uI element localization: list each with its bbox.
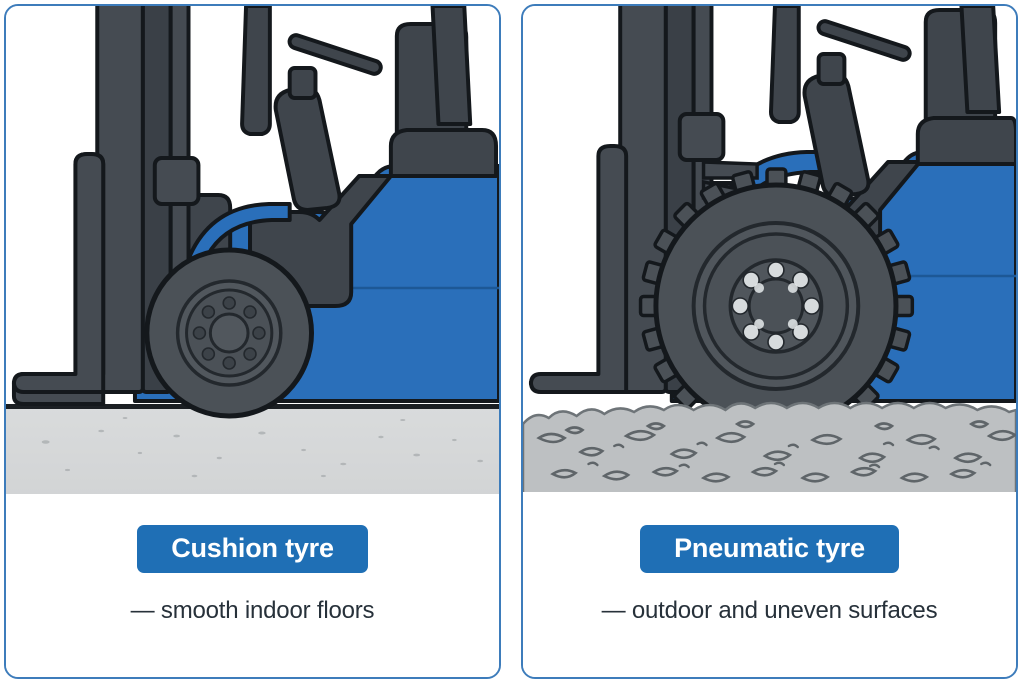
illustration-pneumatic-forklift [523, 6, 1016, 503]
lug-nuts [731, 261, 821, 351]
lug-nuts-inner [754, 283, 798, 329]
overhead-guard-posts [240, 6, 473, 136]
fork-tine [11, 152, 106, 406]
caption-pneumatic: Pneumatic tyre — outdoor and uneven surf… [523, 503, 1016, 677]
illustration-cushion-forklift [6, 6, 499, 503]
subtitle-cushion-tyre: — smooth indoor floors [130, 597, 375, 625]
fork-tine [528, 144, 629, 394]
pneumatic-tyre [638, 167, 915, 445]
gravel-surface [523, 401, 1016, 503]
steering-wheel-icon [287, 33, 383, 76]
pneumatic-forklift-svg [523, 6, 1016, 503]
steering-assembly [802, 19, 912, 198]
badge-pneumatic-tyre: Pneumatic tyre [640, 525, 899, 574]
steering-wheel-icon [816, 19, 912, 62]
cushion-forklift-svg [6, 6, 499, 503]
gravel-flecks [587, 441, 992, 469]
badge-cushion-tyre: Cushion tyre [137, 525, 368, 574]
panel-pneumatic-tyre: Pneumatic tyre — outdoor and uneven surf… [521, 4, 1018, 679]
subtitle-pneumatic-tyre: — outdoor and uneven surfaces [601, 597, 938, 625]
panel-cushion-tyre: Cushion tyre — smooth indoor floors [4, 4, 501, 679]
gravel-pebbles [536, 420, 1016, 483]
steering-assembly [273, 33, 383, 212]
cushion-tyre [144, 247, 315, 419]
lug-nuts [192, 296, 266, 370]
caption-cushion: Cushion tyre — smooth indoor floors [6, 503, 499, 677]
overhead-guard-posts [769, 6, 1002, 124]
smooth-floor [6, 404, 499, 503]
